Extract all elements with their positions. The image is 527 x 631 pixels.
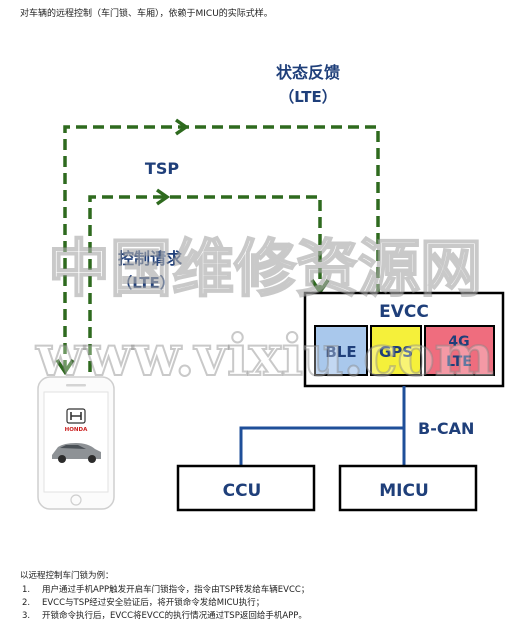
lte-label-line2: LTE	[446, 354, 472, 370]
bus-line-to-ccu	[239, 426, 404, 466]
list-item-text: 开锁命令执行后，EVCC将EVCC的执行情况通过TSP返回给手机APP。	[42, 611, 307, 621]
list-item-number: 2.	[22, 598, 31, 608]
remote-control-diagram: 状态反馈 （LTE） TSP 控制请求 （LTE） EVCC BLE GPS 4…	[34, 63, 505, 512]
list-item-text: EVCC与TSP经过安全验证后，将开锁命令发给MICU执行；	[42, 598, 265, 608]
notes-section: 以远程控制车门锁为例： 1. 用户通过手机APP触发开启车门锁指令，指令由TSP…	[20, 570, 309, 623]
list-item: 1. 用户通过手机APP触发开启车门锁指令，指令由TSP转发给车辆EVCC；	[20, 584, 309, 597]
notes-title: 以远程控制车门锁为例：	[20, 571, 114, 581]
phone-brand-text: HONDA	[65, 427, 88, 433]
request-label: 控制请求	[118, 249, 183, 268]
request-sub-label: （LTE）	[117, 274, 175, 292]
list-item: 3. 开锁命令执行后，EVCC将EVCC的执行情况通过TSP返回给手机APP。	[20, 610, 309, 623]
ble-label: BLE	[325, 343, 356, 361]
phone-screen	[43, 391, 109, 493]
micu-box	[338, 464, 478, 512]
list-item-number: 1.	[22, 585, 31, 595]
gps-label: GPS	[379, 343, 413, 361]
list-item-text: 用户通过手机APP触发开启车门锁指令，指令由TSP转发给车辆EVCC；	[42, 585, 310, 595]
ccu-label: CCU	[223, 481, 262, 501]
smartphone: HONDA	[37, 376, 115, 510]
feedback-sub-label: （LTE）	[279, 88, 337, 106]
intro-text: 对车辆的远程控制（车门锁、车厢），依赖于MICU的实际式样。	[20, 9, 273, 19]
ble-module	[314, 325, 368, 376]
gps-module	[370, 325, 422, 376]
request-arrowhead-top	[155, 188, 171, 206]
evcc-label: EVCC	[379, 302, 429, 322]
feedback-label: 状态反馈	[276, 63, 340, 82]
lte-module	[424, 325, 495, 376]
feedback-arrowhead-top	[174, 118, 190, 136]
lte-label-line1: 4G	[448, 334, 469, 350]
watermark-chinese: 中国维修资源网	[48, 232, 482, 305]
honda-logo-icon	[66, 408, 86, 424]
car-image-icon	[52, 443, 101, 463]
phone-speaker	[66, 384, 86, 387]
ccu-box	[176, 464, 316, 512]
micu-label: MICU	[379, 481, 429, 501]
tsp-label: TSP	[145, 159, 179, 178]
watermark-url: www.vixiu.com	[35, 323, 494, 389]
feedback-arrowhead-down	[55, 359, 75, 376]
list-item: 2. EVCC与TSP经过安全验证后，将开锁命令发给MICU执行；	[20, 597, 309, 610]
notes-list: 1. 用户通过手机APP触发开启车门锁指令，指令由TSP转发给车辆EVCC； 2…	[20, 584, 309, 623]
list-item-number: 3.	[22, 611, 31, 621]
control-request-arrow	[88, 195, 322, 372]
status-feedback-arrow	[63, 125, 380, 372]
phone-home-button	[70, 494, 82, 506]
bus-label: B-CAN	[418, 419, 474, 438]
